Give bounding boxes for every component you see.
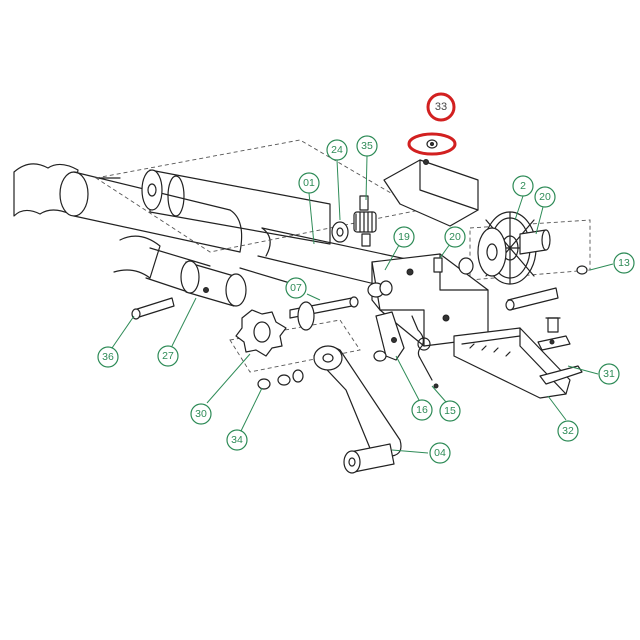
callout-16-label: 16	[416, 404, 428, 416]
highlight-ring-33	[407, 132, 457, 156]
callout-19-label: 19	[398, 231, 410, 243]
callout-20-right-label: 20	[539, 191, 551, 203]
callout-2[interactable]: 2	[512, 175, 534, 197]
dashed-box-lower	[229, 319, 361, 373]
crank-handle	[313, 345, 402, 474]
callout-01[interactable]: 01	[298, 172, 320, 194]
shaft-stub-right	[519, 229, 551, 255]
ratchet-wheel	[235, 309, 287, 357]
long-pin	[505, 265, 588, 311]
callout-31[interactable]: 31	[598, 363, 620, 385]
callout-33-label: 33	[435, 101, 447, 113]
callout-13-label: 13	[618, 257, 630, 269]
spring	[411, 315, 439, 389]
callout-19[interactable]: 19	[393, 226, 415, 248]
callout-15[interactable]: 15	[439, 400, 461, 422]
pawl	[375, 311, 405, 361]
hub-shaft	[289, 296, 359, 331]
callout-34-label: 34	[231, 434, 243, 446]
callout-31-label: 31	[603, 368, 615, 380]
callout-36-label: 36	[102, 351, 114, 363]
callout-35[interactable]: 35	[356, 135, 378, 157]
callout-13[interactable]: 13	[613, 252, 635, 274]
screw-34	[257, 369, 304, 390]
callout-30[interactable]: 30	[190, 403, 212, 425]
nut-small	[373, 350, 387, 362]
callout-04-label: 04	[434, 447, 446, 459]
pinion-gear	[353, 195, 377, 247]
part-33-nut	[426, 139, 438, 149]
cover-plate	[383, 159, 479, 227]
callout-27[interactable]: 27	[157, 345, 179, 367]
callout-33[interactable]: 33	[426, 92, 456, 122]
callout-16[interactable]: 16	[411, 399, 433, 421]
callout-20-right[interactable]: 20	[534, 186, 556, 208]
callout-15-label: 15	[444, 405, 456, 417]
callout-36[interactable]: 36	[97, 346, 119, 368]
ratchet-bar	[453, 327, 583, 399]
callout-07[interactable]: 07	[285, 277, 307, 299]
sleeve-tube	[97, 169, 331, 245]
callout-04[interactable]: 04	[429, 442, 451, 464]
washer-24	[331, 221, 349, 243]
callout-2-label: 2	[520, 180, 526, 192]
callout-32[interactable]: 32	[557, 420, 579, 442]
callout-bubbles: 33 24 35 01 2 20 19 20	[97, 92, 635, 464]
spacers	[367, 257, 474, 298]
bolt	[537, 317, 571, 351]
callout-30-label: 30	[195, 408, 207, 420]
callout-24-label: 24	[331, 144, 343, 156]
callout-20-center[interactable]: 20	[444, 226, 466, 248]
lower-shaft	[113, 235, 301, 307]
callout-34[interactable]: 34	[226, 429, 248, 451]
callout-07-label: 07	[290, 282, 302, 294]
callout-01-label: 01	[303, 177, 315, 189]
pin-36	[131, 297, 175, 320]
callout-35-label: 35	[361, 140, 373, 152]
callout-20-center-label: 20	[449, 231, 461, 243]
part-drawings	[13, 139, 591, 474]
callout-24[interactable]: 24	[326, 139, 348, 161]
callout-27-label: 27	[162, 350, 174, 362]
callout-32-label: 32	[562, 425, 574, 437]
